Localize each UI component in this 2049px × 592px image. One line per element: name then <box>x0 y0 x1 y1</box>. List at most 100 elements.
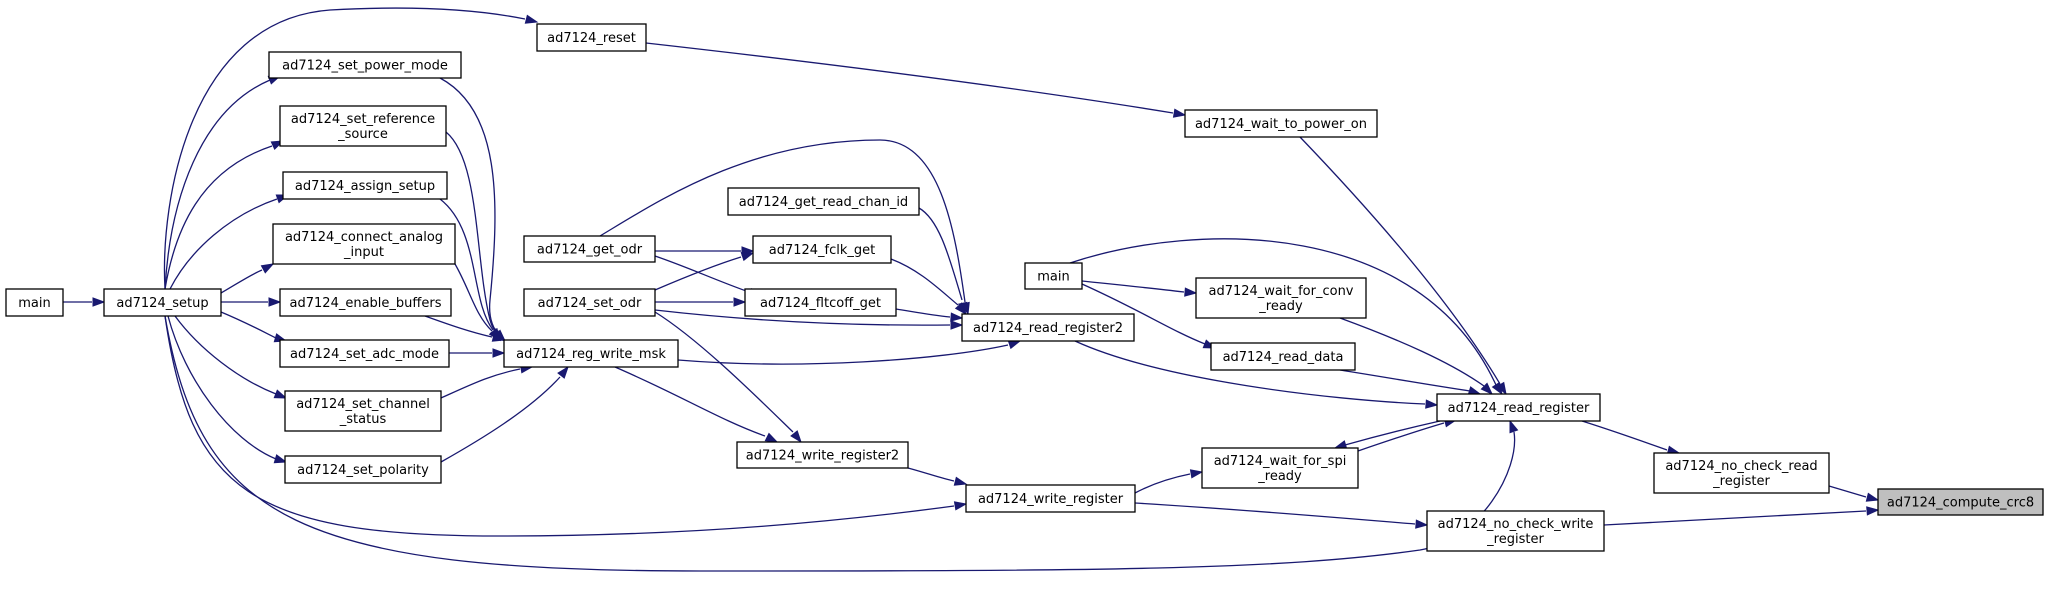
edge-main_right-to-wait_for_conv_ready <box>1081 280 1198 297</box>
node-set_odr[interactable]: ad7124_set_odr <box>523 288 656 317</box>
edge-line <box>1339 317 1485 387</box>
node-label: ad7124_set_adc_mode <box>290 347 439 362</box>
node-read_register2[interactable]: ad7124_read_register2 <box>961 313 1135 342</box>
node-label: _source <box>337 127 388 142</box>
node-setup[interactable]: ad7124_setup <box>103 288 222 317</box>
node-label: _register <box>1486 532 1544 547</box>
arrowhead <box>273 389 288 399</box>
node-label: _status <box>339 412 387 427</box>
edge-line <box>1134 473 1191 494</box>
edge-read_register-to-no_check_read_register <box>1581 420 1681 455</box>
node-reset[interactable]: ad7124_reset <box>536 23 647 52</box>
edge-line <box>164 145 273 290</box>
node-label: ad7124_read_register <box>1448 401 1590 416</box>
arrowhead <box>960 301 970 316</box>
node-box <box>736 441 909 469</box>
node-label: _input <box>343 245 384 260</box>
node-reg_write_msk[interactable]: ad7124_reg_write_msk <box>503 339 679 368</box>
node-label: ad7124_get_read_chan_id <box>739 195 908 210</box>
node-label: ad7124_compute_crc8 <box>1887 496 2034 511</box>
nodes-layer: ad7124_compute_crc8 ad7124_no_check_read_… <box>5 23 2044 552</box>
node-set_polarity[interactable]: ad7124_set_polarity <box>284 455 442 484</box>
edge-read_register2-to-read_register <box>1074 340 1439 409</box>
edge-line <box>890 258 959 306</box>
arrowhead <box>1189 469 1204 479</box>
node-no_check_read_register[interactable]: ad7124_no_check_read_register <box>1653 452 1830 494</box>
node-main_left[interactable]: main <box>5 288 64 317</box>
node-read_data[interactable]: ad7124_read_data <box>1210 342 1356 371</box>
arrowhead <box>950 320 964 330</box>
edge-line <box>654 309 951 326</box>
edge-read_data-to-read_register <box>1339 369 1482 396</box>
edge-line <box>163 7 526 290</box>
node-box <box>727 187 920 216</box>
edge-line <box>1134 502 1416 525</box>
node-box <box>282 171 448 200</box>
node-label: ad7124_reset <box>547 31 636 46</box>
node-compute_crc8[interactable]: ad7124_compute_crc8 <box>1877 488 2044 516</box>
node-set_adc_mode[interactable]: ad7124_set_adc_mode <box>279 339 450 368</box>
edge-line <box>1357 422 1445 452</box>
node-box <box>1210 342 1356 371</box>
node-box <box>1877 488 2044 516</box>
node-assign_setup[interactable]: ad7124_assign_setup <box>282 171 448 200</box>
node-box <box>965 484 1136 513</box>
edge-line <box>174 315 277 395</box>
edge-line <box>895 308 951 318</box>
edge-line <box>164 79 271 290</box>
arrowhead <box>1509 419 1519 434</box>
node-label: ad7124_assign_setup <box>295 179 435 194</box>
edge-line <box>614 366 766 437</box>
edge-setup-to-write_register <box>164 315 968 537</box>
node-wait_for_spi_ready[interactable]: ad7124_wait_for_spi_ready <box>1201 447 1359 489</box>
edge-reg_write_msk-to-read_register2 <box>677 340 1022 365</box>
arrowhead <box>953 501 968 511</box>
node-fltcoff_get[interactable]: ad7124_fltcoff_get <box>744 288 897 317</box>
node-connect_analog_input[interactable]: ad7124_connect_analog_input <box>272 223 456 265</box>
edge-set_odr-to-write_register2 <box>654 311 802 444</box>
edge-line <box>164 315 955 537</box>
edge-setup-to-set_adc_mode <box>220 311 288 343</box>
node-read_register[interactable]: ad7124_read_register <box>1436 393 1601 422</box>
edge-line <box>1603 510 1867 526</box>
node-no_check_write_register[interactable]: ad7124_no_check_write_register <box>1426 510 1605 552</box>
arrowhead <box>524 14 539 24</box>
edge-line <box>220 311 277 339</box>
node-box <box>1024 262 1083 290</box>
edge-line <box>439 77 501 337</box>
node-label: ad7124_enable_buffers <box>290 296 442 311</box>
node-label: _ready <box>1258 299 1303 314</box>
node-label: main <box>1037 270 1069 285</box>
node-box <box>503 339 679 368</box>
node-write_register[interactable]: ad7124_write_register <box>965 484 1136 513</box>
edge-line <box>439 198 494 331</box>
node-label: ad7124_read_register2 <box>973 321 1123 336</box>
edge-get_odr-to-fclk_get <box>655 246 755 256</box>
node-label: ad7124_setup <box>116 296 208 311</box>
arrowhead <box>740 252 755 262</box>
edge-line <box>454 263 493 332</box>
node-wait_to_power_on[interactable]: ad7124_wait_to_power_on <box>1184 109 1378 138</box>
node-set_power_mode[interactable]: ad7124_set_power_mode <box>268 51 462 79</box>
node-main_right[interactable]: main <box>1024 262 1083 290</box>
arrowhead <box>1865 492 1880 502</box>
node-get_read_chan_id[interactable]: ad7124_get_read_chan_id <box>727 187 920 216</box>
edge-setup-to-connect_analog_input <box>220 263 275 294</box>
node-label: main <box>18 296 50 311</box>
edge-line <box>677 344 1009 365</box>
node-set_reference_source[interactable]: ad7124_set_reference_source <box>279 105 447 147</box>
edge-line <box>1081 280 1185 293</box>
node-enable_buffers[interactable]: ad7124_enable_buffers <box>279 288 452 317</box>
node-get_odr[interactable]: ad7124_get_odr <box>523 235 656 263</box>
arrowhead <box>1007 340 1022 350</box>
edge-no_check_read_register-to-compute_crc8 <box>1828 485 1880 502</box>
edge-main_right-to-read_register <box>1069 238 1503 396</box>
node-write_register2[interactable]: ad7124_write_register2 <box>736 441 909 469</box>
edge-set_channel_status-to-reg_write_msk <box>440 364 534 399</box>
node-box <box>1653 452 1830 494</box>
edge-line <box>654 256 742 291</box>
node-set_channel_status[interactable]: ad7124_set_channel_status <box>284 390 442 432</box>
node-fclk_get[interactable]: ad7124_fclk_get <box>752 235 892 264</box>
arrowhead <box>273 454 288 464</box>
node-wait_for_conv_ready[interactable]: ad7124_wait_for_conv_ready <box>1195 277 1367 319</box>
